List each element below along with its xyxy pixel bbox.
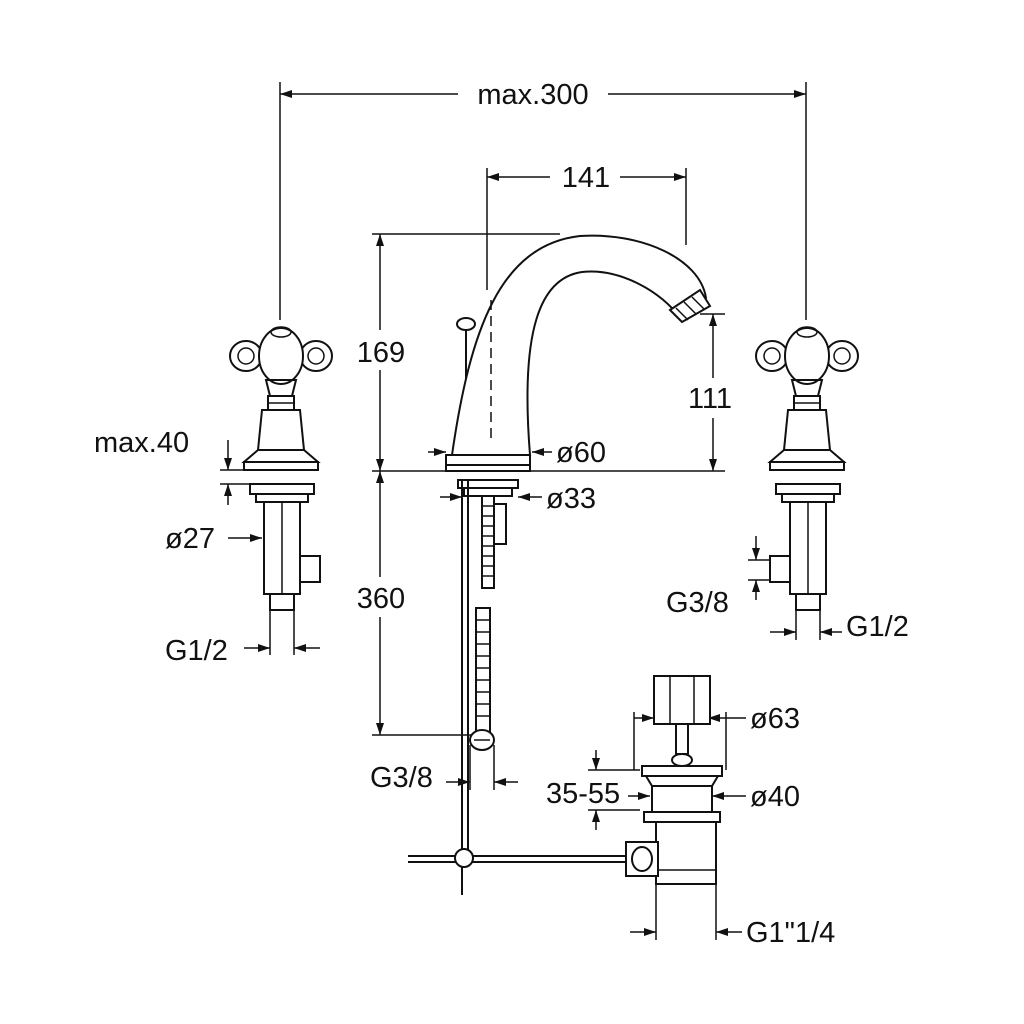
dim-knob-diameter: ø63 <box>633 703 800 770</box>
left-valve <box>229 326 333 611</box>
label-handle-max: max.40 <box>94 427 189 459</box>
label-outlet-height: 111 <box>688 383 732 415</box>
dim-valve-diameter: ø27 <box>165 523 262 555</box>
dim-waste-thread: G1"1/4 <box>630 880 835 949</box>
label-left-thread: G1/2 <box>165 635 228 667</box>
label-base-diameter: ø60 <box>556 437 606 469</box>
label-max-width: max.300 <box>477 79 588 111</box>
dim-spout-reach: 141 <box>486 160 687 290</box>
dim-flange-diameter: ø40 <box>628 781 800 813</box>
center-spout <box>445 234 712 895</box>
dim-handle-max: max.40 <box>94 427 262 505</box>
dim-outlet-height: 111 <box>530 313 742 472</box>
label-flange-diameter: ø40 <box>750 781 800 813</box>
dim-heights-left: 169 360 <box>345 233 560 736</box>
dim-hose-thread: G3/8 <box>370 745 518 794</box>
dim-drain-range: 35-55 <box>542 750 640 830</box>
label-right-connector: G3/8 <box>666 587 729 619</box>
label-hose-length: 360 <box>357 583 405 615</box>
label-shank-diameter: ø33 <box>546 483 596 515</box>
dim-right-connector: G3/8 <box>666 536 776 619</box>
label-spout-reach: 141 <box>562 162 610 194</box>
label-knob-diameter: ø63 <box>750 703 800 735</box>
dim-max-width: max.300 <box>279 74 807 320</box>
right-valve <box>755 326 859 611</box>
label-hose-thread: G3/8 <box>370 762 433 794</box>
dim-right-thread: G1/2 <box>770 608 909 643</box>
dim-base-diameter: ø60 <box>428 437 606 469</box>
dim-left-thread: G1/2 <box>165 610 320 667</box>
dim-shank-diameter: ø33 <box>440 483 596 515</box>
popup-waste <box>408 675 723 885</box>
label-spout-height: 169 <box>357 337 405 369</box>
label-drain-range: 35-55 <box>546 778 620 810</box>
label-valve-diameter: ø27 <box>165 523 215 555</box>
label-right-thread: G1/2 <box>846 611 909 643</box>
label-waste-thread: G1"1/4 <box>746 917 835 949</box>
